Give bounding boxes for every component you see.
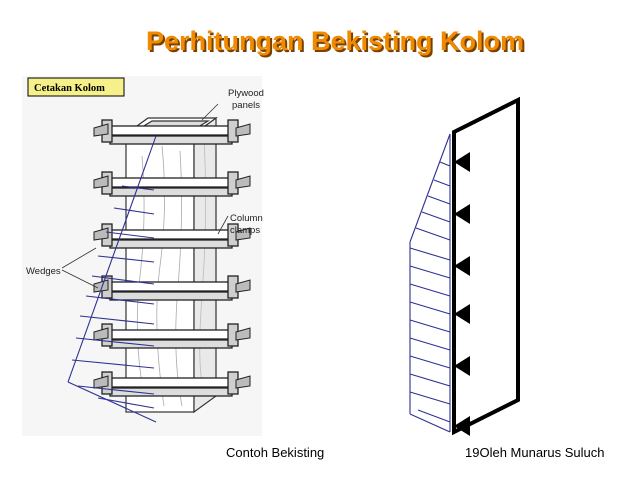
svg-text:Cetakan Kolom: Cetakan Kolom bbox=[34, 83, 105, 94]
pressure-diagram-left bbox=[67, 135, 157, 423]
formwork-panel bbox=[452, 96, 520, 436]
page-number-author: 19Oleh Munarus Suluch bbox=[465, 445, 605, 460]
column-body bbox=[124, 116, 218, 414]
cetakan-kolom-label: Cetakan Kolom bbox=[27, 77, 125, 97]
pressure-envelope bbox=[409, 133, 451, 433]
svg-text:Plywood: Plywood bbox=[228, 88, 264, 99]
svg-text:Column: Column bbox=[230, 213, 263, 224]
wedges bbox=[93, 123, 251, 389]
callout-plywood: Plywood panels bbox=[201, 88, 264, 121]
arrow-icon bbox=[454, 304, 470, 324]
figure-caption: Contoh Bekisting bbox=[226, 445, 325, 460]
support-arrows bbox=[454, 152, 470, 436]
svg-text:clamps: clamps bbox=[230, 225, 260, 236]
pressure-distribution-diagram bbox=[409, 96, 520, 436]
arrow-icon bbox=[454, 152, 470, 172]
svg-text:panels: panels bbox=[232, 100, 260, 111]
slide-title: Perhitungan Bekisting Kolom bbox=[146, 26, 525, 56]
arrow-icon bbox=[454, 416, 470, 436]
callout-column-clamps: Column clamps bbox=[217, 213, 263, 236]
column-formwork-illustration: Cetakan Kolom bbox=[22, 76, 264, 436]
arrow-icon bbox=[454, 204, 470, 224]
arrow-icon bbox=[454, 356, 470, 376]
svg-text:Wedges: Wedges bbox=[26, 266, 61, 277]
arrow-icon bbox=[454, 256, 470, 276]
callout-wedges: Wedges bbox=[26, 247, 99, 289]
